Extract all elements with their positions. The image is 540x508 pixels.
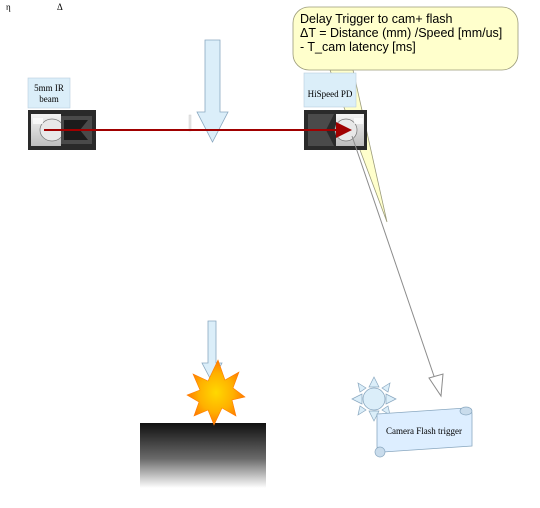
ir-beam-label-box (27, 77, 71, 109)
target-block (140, 423, 266, 488)
beam-crossing-marker (188, 114, 192, 132)
flash-sun-icon (351, 376, 397, 422)
callout-bubble (292, 6, 519, 71)
photodiode-label: HiSpeed PD (308, 89, 353, 99)
delta-mark: Δ (57, 2, 63, 12)
ir-beam-label-line-2: beam (39, 94, 59, 104)
ir-beam-label-line-1: 5mm IR (34, 83, 64, 93)
callout-line-1: Delay Trigger to cam+ flash (300, 12, 453, 26)
photodiode-label-box (303, 72, 357, 108)
eta-mark: η (6, 2, 11, 12)
callout-line-3: - T_cam latency [ms] (300, 40, 416, 54)
impact-burst-icon (186, 359, 246, 426)
top-drop-arrow (196, 39, 229, 143)
trigger-line (351, 135, 437, 383)
flash-scroll-label: Camera Flash trigger (386, 426, 462, 436)
flash-scroll: Camera Flash trigger (374, 406, 473, 458)
trigger-arrowhead (428, 373, 444, 398)
callout-line-2: ΔT = Distance (mm) /Speed [mm/us] (300, 26, 502, 40)
